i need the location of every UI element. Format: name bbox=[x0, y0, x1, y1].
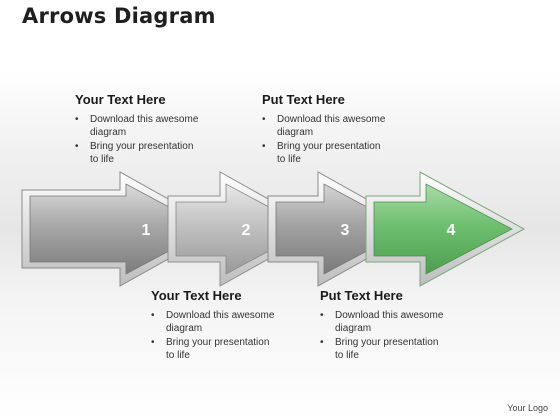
arrow-number-1: 1 bbox=[142, 222, 151, 239]
bullet-list: Download this awesome diagram Bring your… bbox=[320, 309, 495, 362]
arrow-2: 2 bbox=[167, 171, 324, 287]
bullet-item: Download this awesome diagram bbox=[320, 309, 445, 335]
bullet-item: Bring your presentation to life bbox=[151, 336, 276, 362]
bullet-item: Bring your presentation to life bbox=[320, 336, 445, 362]
block-heading: Put Text Here bbox=[320, 288, 403, 303]
arrow-number-4: 4 bbox=[447, 222, 456, 239]
bullet-item: Bring your presentation to life bbox=[75, 140, 200, 166]
text-block-2: Put Text Here Download this awesome diag… bbox=[262, 92, 437, 167]
text-block-1: Your Text Here Download this awesome dia… bbox=[75, 92, 250, 167]
diagram-title: Arrows Diagram bbox=[22, 4, 216, 28]
block-heading: Put Text Here bbox=[262, 92, 345, 107]
bullet-list: Download this awesome diagram Bring your… bbox=[151, 309, 326, 362]
bullet-list: Download this awesome diagram Bring your… bbox=[262, 113, 437, 166]
arrow-number-3: 3 bbox=[341, 222, 350, 239]
arrow-number-2: 2 bbox=[242, 222, 251, 239]
bullet-item: Download this awesome diagram bbox=[75, 113, 200, 139]
bullet-list: Download this awesome diagram Bring your… bbox=[75, 113, 250, 166]
block-heading: Your Text Here bbox=[151, 288, 242, 303]
logo-placeholder: Your Logo bbox=[507, 403, 548, 413]
bullet-item: Download this awesome diagram bbox=[151, 309, 276, 335]
bullet-item: Bring your presentation to life bbox=[262, 140, 387, 166]
text-block-4: Put Text Here Download this awesome diag… bbox=[320, 288, 495, 363]
arrow-4: 4 bbox=[365, 171, 526, 287]
bullet-item: Download this awesome diagram bbox=[262, 113, 387, 139]
block-heading: Your Text Here bbox=[75, 92, 166, 107]
text-block-3: Your Text Here Download this awesome dia… bbox=[151, 288, 326, 363]
